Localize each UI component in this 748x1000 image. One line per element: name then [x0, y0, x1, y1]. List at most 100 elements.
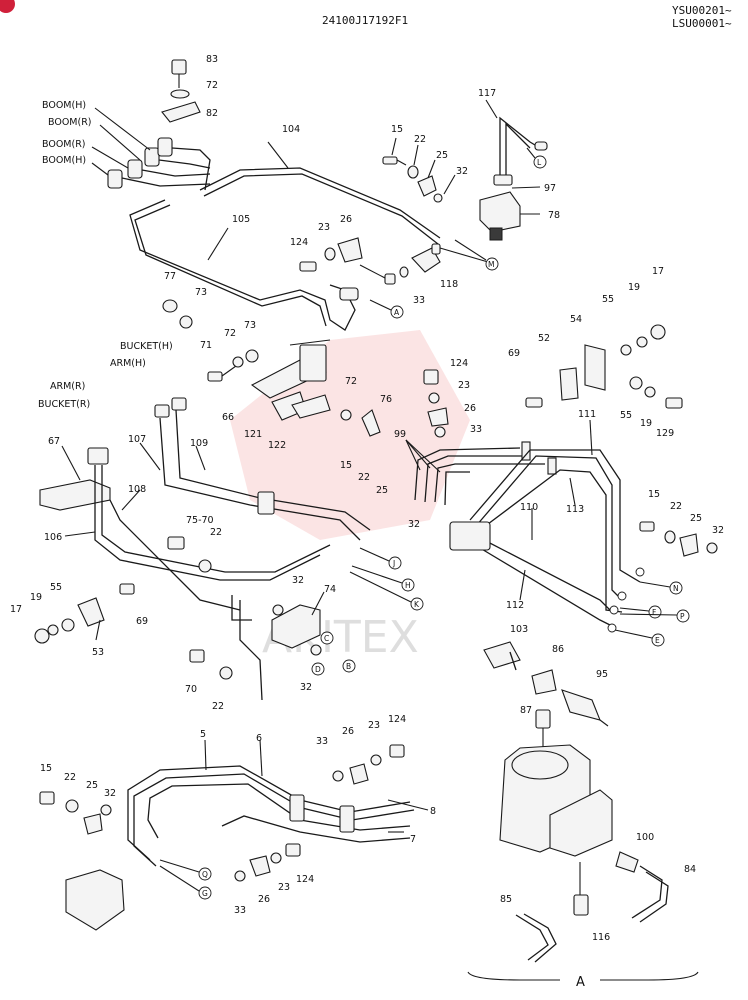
valve-78-assembly — [479, 99, 548, 241]
part-26-right: 26 — [464, 403, 476, 414]
label-bucket-r: BUCKET(R) — [38, 399, 90, 410]
callout-labels: BOOM(H) BOOM(R) BOOM(R) BOOM(H) BUCKET(H… — [10, 54, 724, 943]
part-55-b: 55 — [620, 410, 632, 421]
clamp-set-far-right — [639, 521, 718, 557]
part-15-mid: 15 — [340, 460, 352, 471]
part-111: 111 — [578, 409, 596, 420]
part-22-top: 22 — [414, 134, 426, 145]
part-73-b: 73 — [244, 320, 256, 331]
part-25-mid: 25 — [376, 485, 388, 496]
clamp-set-right — [423, 369, 449, 438]
part-100: 100 — [636, 832, 654, 843]
part-104: 104 — [282, 124, 300, 135]
corner-marker — [0, 0, 15, 13]
part-71: 71 — [200, 340, 212, 351]
part-77: 77 — [164, 271, 176, 282]
bracket-66-assembly — [162, 299, 331, 421]
bolt-76 — [340, 409, 381, 437]
connector-callouts: L M A J H K C B D N F P E Q G — [159, 147, 690, 900]
part-124-bottom: 124 — [388, 714, 406, 725]
connector-C: C — [324, 634, 329, 643]
part-113: 113 — [566, 504, 584, 515]
label-boom-h-1: BOOM(H) — [42, 100, 86, 111]
part-22-mid-left: 22 — [210, 527, 222, 538]
bracket-67-pipes — [39, 397, 371, 611]
part-25-bottom: 25 — [86, 780, 98, 791]
part-32-bottom: 32 — [104, 788, 116, 799]
part-55-a: 55 — [602, 294, 614, 305]
part-19-a: 19 — [628, 282, 640, 293]
part-7: 7 — [410, 834, 416, 845]
part-32-far-right: 32 — [712, 525, 724, 536]
part-17-b: 17 — [10, 604, 22, 615]
part-84: 84 — [684, 864, 696, 875]
part-33-right: 33 — [470, 424, 482, 435]
part-66: 66 — [222, 412, 234, 423]
part-32-mid: 32 — [408, 519, 420, 530]
bracket-52-54 — [525, 324, 683, 409]
part-129: 129 — [656, 428, 674, 439]
part-85: 85 — [500, 894, 512, 905]
part-19-c: 19 — [30, 592, 42, 603]
clamp-set-mid-top — [299, 237, 489, 285]
part-25-top: 25 — [436, 150, 448, 161]
hoses-99 — [405, 439, 557, 506]
part-22-low: 22 — [212, 701, 224, 712]
pipes-110-113 — [449, 419, 645, 633]
clamp-53-assembly — [34, 583, 135, 644]
part-108: 108 — [128, 484, 146, 495]
part-23-right: 23 — [458, 380, 470, 391]
label-bucket-h: BUCKET(H) — [120, 341, 173, 352]
part-124-bottom-b: 124 — [296, 874, 314, 885]
part-8: 8 — [430, 806, 436, 817]
part-32-tee: 32 — [292, 575, 304, 586]
part-15-far-right: 15 — [648, 489, 660, 500]
connector-Q: Q — [202, 870, 208, 879]
part-121: 121 — [244, 429, 262, 440]
part-25-far-right: 25 — [690, 513, 702, 524]
part-117: 117 — [478, 88, 496, 99]
part-70: 70 — [185, 684, 197, 695]
connector-A: A — [394, 308, 400, 317]
part-97: 97 — [544, 183, 556, 194]
part-122: 122 — [268, 440, 286, 451]
part-22-mid: 22 — [358, 472, 370, 483]
part-124-top: 124 — [290, 237, 308, 248]
part-86: 86 — [552, 644, 564, 655]
connector-H: H — [405, 581, 411, 590]
connector-J: J — [392, 559, 395, 568]
connector-P: P — [680, 612, 685, 621]
view-a-label: A — [576, 975, 585, 990]
part-74: 74 — [324, 584, 336, 595]
boom-fittings-group — [91, 59, 211, 191]
connector-F: F — [652, 608, 656, 617]
part-22-bottom: 22 — [64, 772, 76, 783]
part-106: 106 — [44, 532, 62, 543]
part-15-top: 15 — [391, 124, 403, 135]
connector-M: M — [488, 260, 494, 269]
part-69-a: 69 — [508, 348, 520, 359]
part-52: 52 — [538, 333, 550, 344]
part-53: 53 — [92, 647, 104, 658]
part-15-bottom: 15 — [40, 763, 52, 774]
part-26-top: 26 — [340, 214, 352, 225]
part-32-top: 32 — [456, 166, 468, 177]
part-103: 103 — [510, 624, 528, 635]
part-23-bottom-b: 23 — [278, 882, 290, 893]
connector-N: N — [673, 584, 679, 593]
pipe-104-105 — [129, 141, 441, 331]
part-33-bottom: 33 — [316, 736, 328, 747]
part-69-b: 69 — [136, 616, 148, 627]
label-arm-r: ARM(R) — [50, 381, 85, 392]
part-82: 82 — [206, 108, 218, 119]
view-a-valve-assembly: A — [467, 641, 699, 990]
part-105: 105 — [232, 214, 250, 225]
serial-range-1: YSU00201~ — [672, 4, 732, 17]
part-22-far-right: 22 — [670, 501, 682, 512]
part-75-70: 75-70 — [186, 515, 214, 526]
part-23-bottom: 23 — [368, 720, 380, 731]
part-116: 116 — [592, 932, 610, 943]
part-23-top: 23 — [318, 222, 330, 233]
part-107: 107 — [128, 434, 146, 445]
